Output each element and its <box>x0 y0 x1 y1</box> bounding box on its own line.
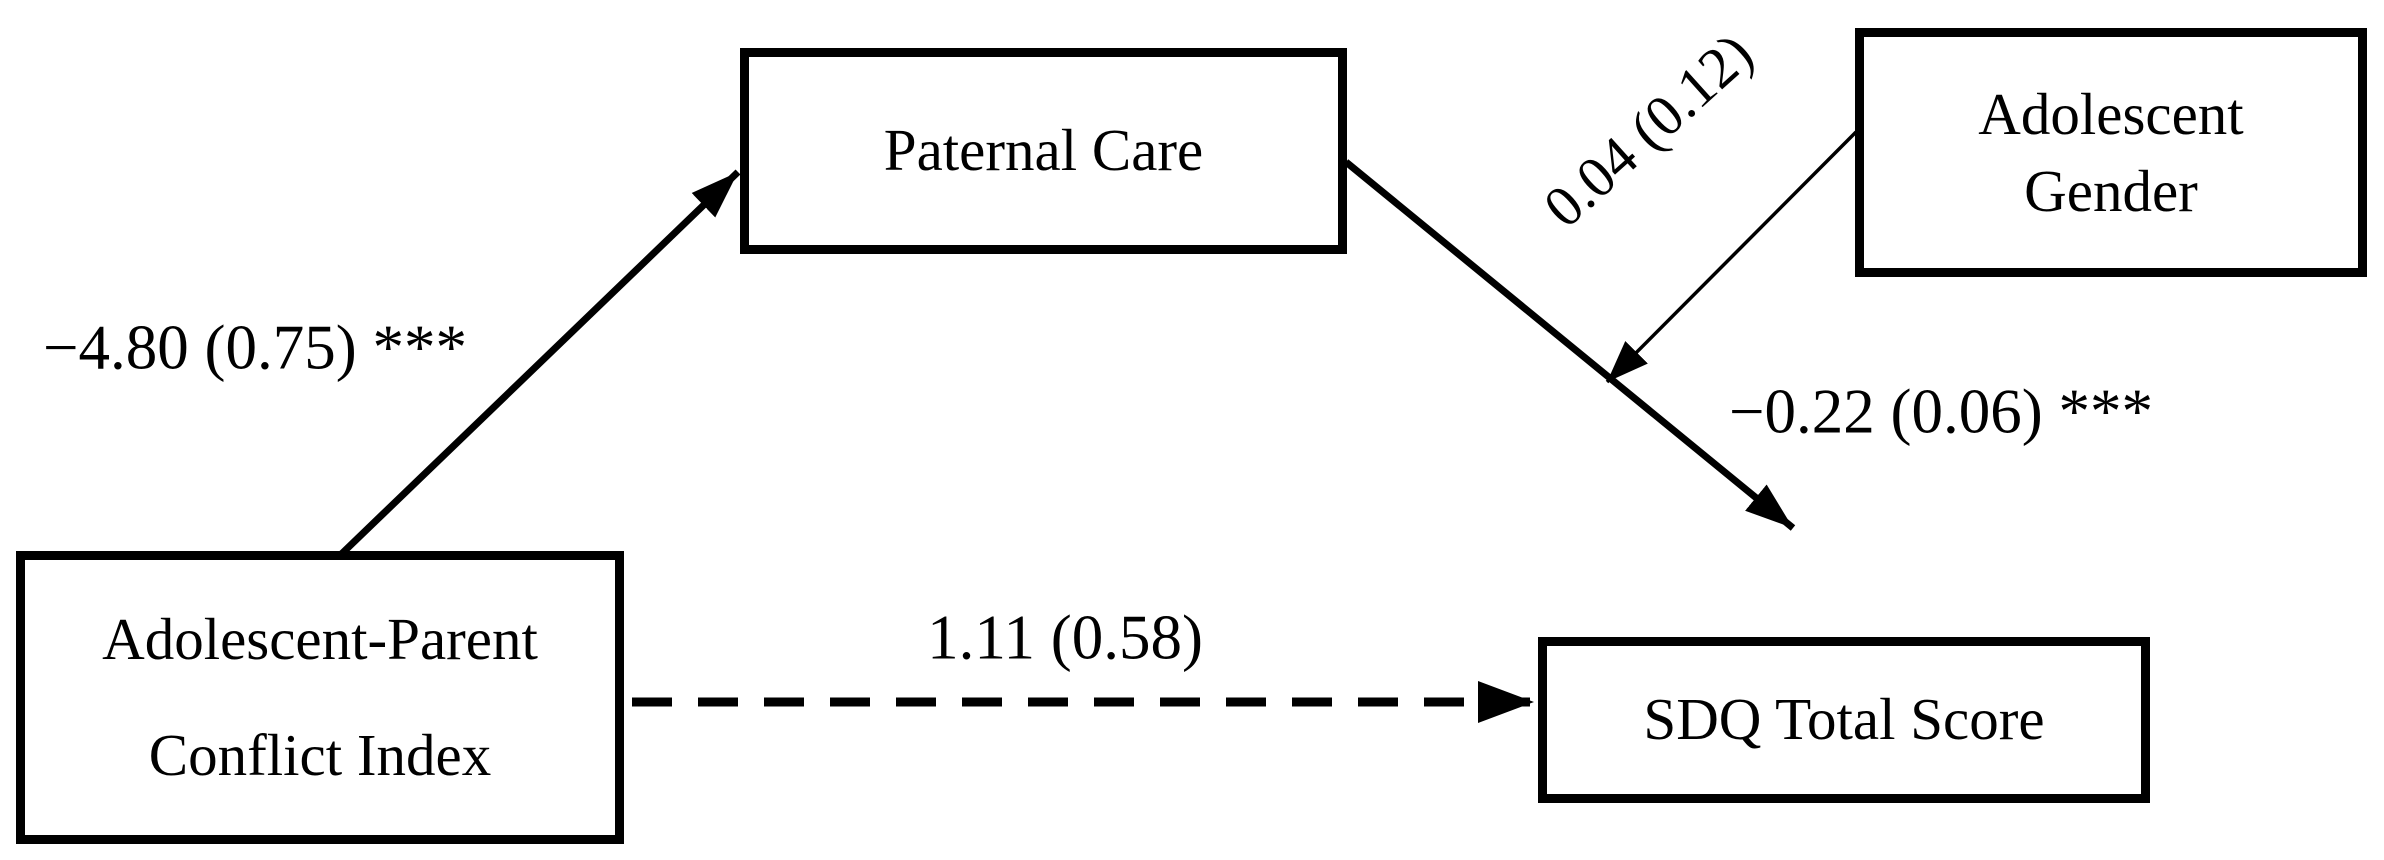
box-adolescent-gender-label: Adolescent Gender <box>1978 80 2244 224</box>
arrow-conflict-to-paternal <box>327 169 741 568</box>
box-sdq-total-score: SDQ Total Score <box>1538 637 2150 803</box>
box-conflict-index-label: Adolescent-Parent Conflict Index <box>102 606 538 788</box>
arrow-paternal-to-sdq <box>1343 159 1796 531</box>
arrow-gender-moderation <box>1605 130 1858 384</box>
coefficient-conflict-to-paternal: −4.80 (0.75) *** <box>43 312 467 383</box>
coefficient-paternal-to-sdq: −0.22 (0.06) *** <box>1729 376 2153 447</box>
coefficient-conflict-to-sdq-direct: 1.11 (0.58) <box>927 602 1203 673</box>
box-conflict-index: Adolescent-Parent Conflict Index <box>16 551 624 844</box>
box-paternal-care-label: Paternal Care <box>883 117 1204 184</box>
box-adolescent-gender: Adolescent Gender <box>1855 28 2367 277</box>
box-sdq-total-score-label: SDQ Total Score <box>1643 686 2045 753</box>
box-paternal-care: Paternal Care <box>740 48 1347 254</box>
